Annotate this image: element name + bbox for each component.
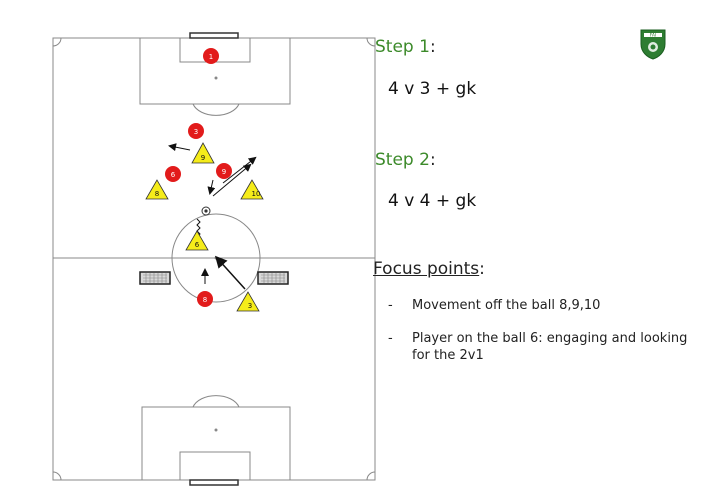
bottom-penalty-spot bbox=[214, 428, 218, 432]
corner-arc bbox=[366, 37, 376, 47]
yellow-player-3: 3 bbox=[236, 291, 260, 312]
focus-title: Focus points bbox=[373, 259, 480, 279]
ball bbox=[201, 206, 211, 216]
yellow-player-6: 6 bbox=[185, 230, 209, 251]
run-arrow bbox=[168, 143, 191, 152]
svg-text:9: 9 bbox=[222, 168, 226, 176]
svg-text:3: 3 bbox=[194, 128, 198, 136]
top-goal bbox=[189, 32, 239, 39]
bullet-dash: - bbox=[388, 298, 393, 313]
step1-title: Step 1 bbox=[375, 37, 430, 57]
run-arrow bbox=[212, 163, 252, 197]
bullet-dash: - bbox=[388, 331, 393, 346]
focus-heading: Focus points: bbox=[373, 259, 485, 279]
bottom-penalty-arc bbox=[192, 395, 240, 408]
focus-bullet: - Player on the ball 6: engaging and loo… bbox=[388, 330, 708, 364]
step2-setup: 4 v 4 + gk bbox=[388, 191, 477, 211]
step1-colon: : bbox=[429, 37, 436, 57]
red-player-8: 8 bbox=[197, 291, 213, 307]
svg-text:6: 6 bbox=[171, 171, 176, 179]
svg-text:6: 6 bbox=[195, 241, 200, 249]
yellow-player-9: 9 bbox=[191, 142, 215, 164]
red-player-3: 3 bbox=[188, 123, 204, 139]
bottom-goal bbox=[189, 479, 239, 486]
run-arrow bbox=[222, 156, 257, 184]
svg-text:1: 1 bbox=[209, 53, 213, 61]
red-player-9: 9 bbox=[216, 163, 232, 179]
red-player-6: 6 bbox=[165, 166, 181, 182]
step2-colon: : bbox=[429, 150, 436, 170]
fai-crest-icon: FAI bbox=[640, 29, 666, 60]
pitch-diagram: 1 3 6 9 8 9 8 10 6 3 bbox=[52, 32, 376, 486]
top-penalty-spot bbox=[214, 76, 218, 80]
focus-bullet: - Movement off the ball 8,9,10 bbox=[388, 297, 708, 314]
svg-text:9: 9 bbox=[201, 154, 205, 162]
svg-text:8: 8 bbox=[203, 296, 207, 304]
step1-heading: Step 1: bbox=[375, 37, 436, 57]
yellow-player-10: 10 bbox=[240, 179, 264, 200]
training-goal-right bbox=[257, 271, 289, 285]
crest-text: FAI bbox=[650, 33, 657, 39]
run-arrow bbox=[207, 179, 216, 195]
bullet-text: Movement off the ball 8,9,10 bbox=[412, 298, 601, 313]
top-penalty-arc bbox=[192, 103, 240, 116]
bullet-text: Player on the ball 6: engaging and looki… bbox=[412, 331, 688, 363]
red-player-1: 1 bbox=[203, 48, 219, 64]
dribble-path bbox=[196, 218, 201, 238]
run-arrow bbox=[214, 255, 246, 290]
svg-text:8: 8 bbox=[155, 190, 159, 198]
step2-heading: Step 2: bbox=[375, 150, 436, 170]
training-goal-left bbox=[139, 271, 171, 285]
step2-title: Step 2 bbox=[375, 150, 430, 170]
step1-setup: 4 v 3 + gk bbox=[388, 79, 477, 99]
corner-arc bbox=[52, 37, 62, 47]
svg-text:3: 3 bbox=[248, 302, 252, 310]
svg-text:10: 10 bbox=[252, 190, 261, 198]
centre-circle bbox=[171, 213, 261, 303]
corner-arc bbox=[366, 471, 376, 481]
yellow-player-8: 8 bbox=[145, 179, 169, 200]
focus-colon: : bbox=[479, 259, 485, 279]
pitch-outline bbox=[52, 37, 376, 481]
corner-arc bbox=[52, 471, 62, 481]
